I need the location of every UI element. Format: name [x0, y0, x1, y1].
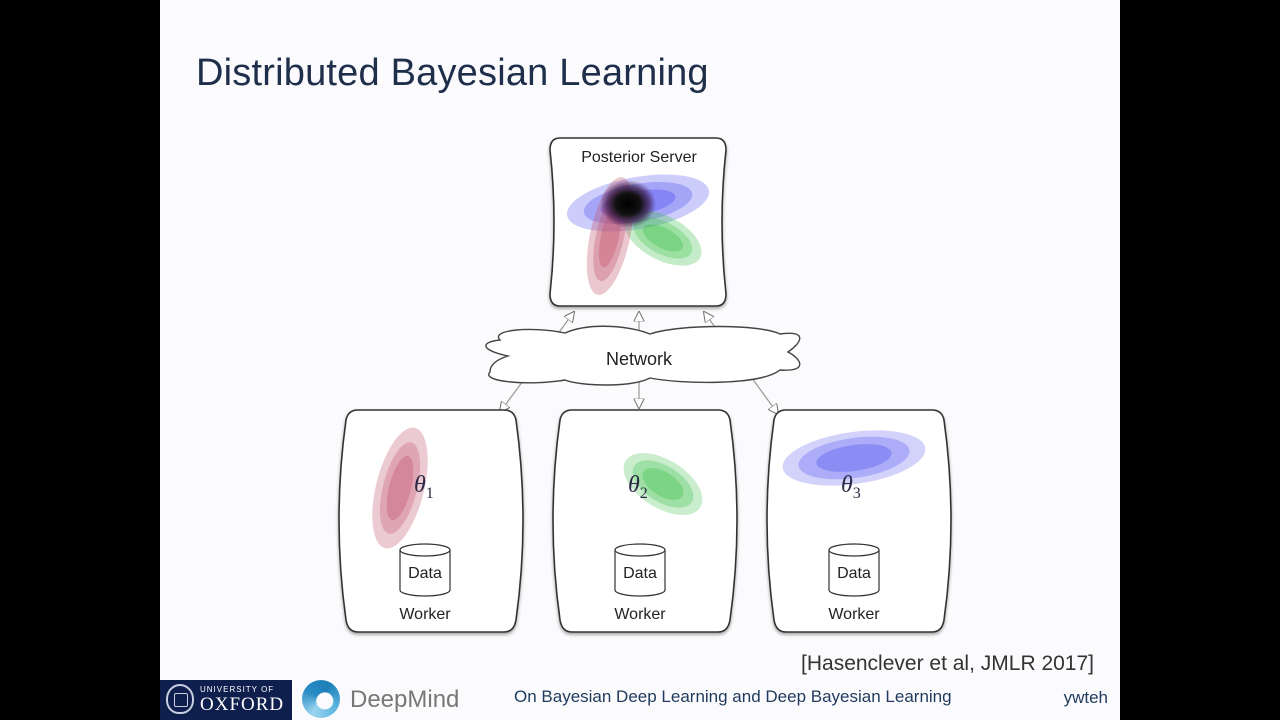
oxford-logo: UNIVERSITY OF OXFORD [160, 680, 292, 720]
slide: Distributed Bayesian Learning [160, 0, 1120, 720]
combined-posterior [600, 180, 656, 228]
theta2-symbol: θ2 [628, 472, 648, 502]
worker-label: Worker [828, 606, 880, 623]
theta1-symbol: θ1 [414, 472, 434, 502]
oxford-logo-top: UNIVERSITY OF [200, 685, 275, 694]
posterior-server: Posterior Server [549, 137, 727, 307]
data-label: Data [837, 565, 871, 582]
database-icon [614, 543, 666, 597]
worker1-local-posterior [372, 427, 428, 549]
server-label: Posterior Server [581, 149, 697, 166]
worker-1: θ1 Data Worker [338, 409, 524, 633]
citation: [Hasenclever et al, JMLR 2017] [801, 652, 1094, 675]
oxford-logo-name: OXFORD [200, 694, 285, 715]
network-cloud: Network [485, 325, 801, 386]
worker-label: Worker [399, 606, 451, 623]
deepmind-swirl-icon [302, 680, 340, 718]
data-label: Data [408, 565, 442, 582]
theta3-symbol: θ3 [841, 472, 861, 502]
footer-talk-title: On Bayesian Deep Learning and Deep Bayes… [514, 687, 952, 706]
worker-2: θ2 Data Worker [552, 409, 738, 633]
worker-3: θ3 Data Worker [766, 409, 952, 633]
green-posterior [624, 210, 702, 266]
slide-title: Distributed Bayesian Learning [196, 52, 709, 94]
oxford-crest-icon [166, 684, 194, 714]
distributed-learning-diagram: Posterior Server [338, 137, 952, 633]
worker-label: Worker [614, 606, 666, 623]
database-icon [399, 543, 451, 597]
worker2-local-posterior [623, 453, 703, 515]
footer-author: ywteh [1063, 688, 1108, 707]
database-icon [828, 543, 880, 597]
data-label: Data [623, 565, 657, 582]
network-label: Network [606, 349, 673, 369]
deepmind-logo-text: DeepMind [350, 686, 460, 713]
worker3-local-posterior [782, 430, 926, 486]
